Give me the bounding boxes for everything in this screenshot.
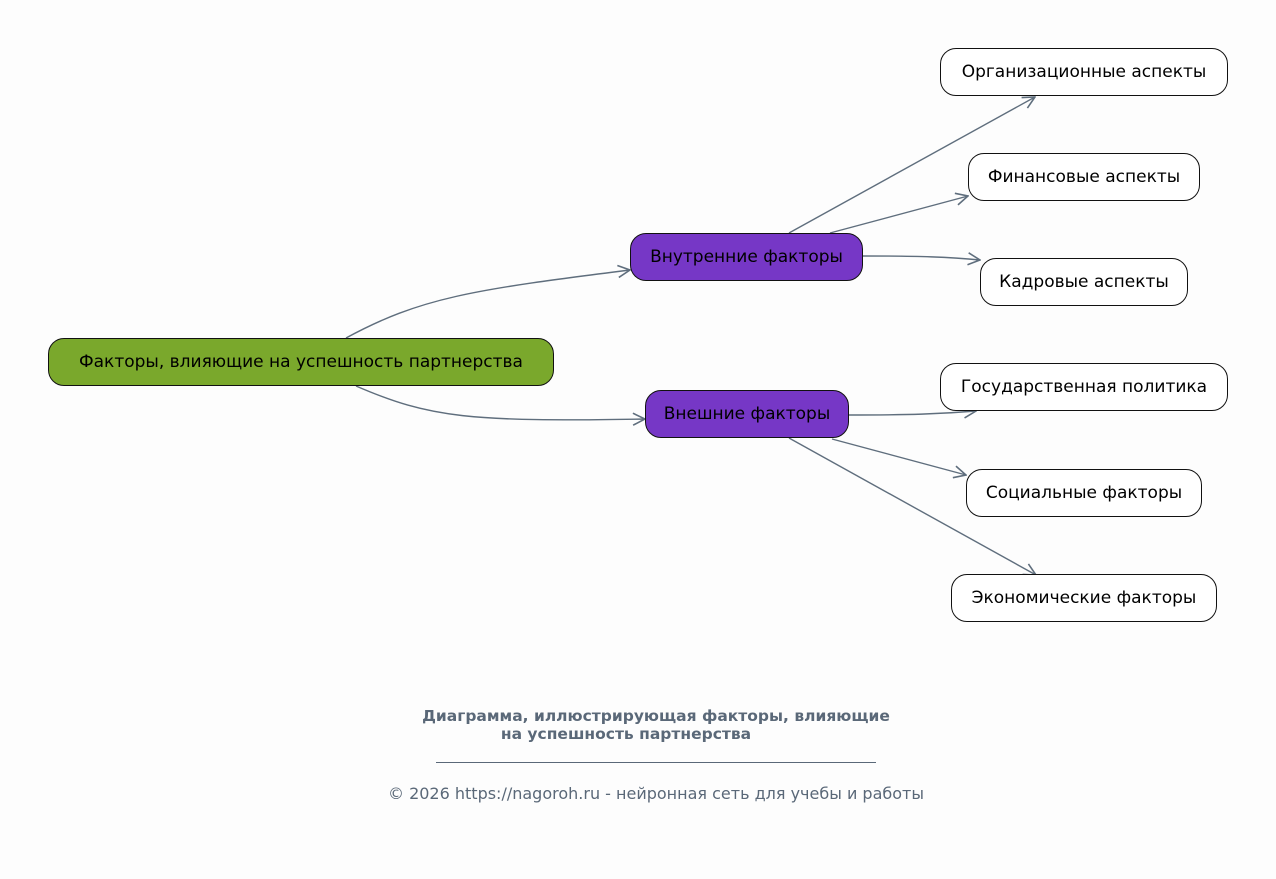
caption-divider [436,762,876,763]
edge-internal-organizational [788,97,1035,234]
caption-line-1: Диаграмма, иллюстрирующая факторы, влияю… [422,707,890,725]
branch-node-label: Внутренние факторы [650,247,843,267]
leaf-node-social[interactable]: Социальные факторы [966,469,1202,517]
leaf-node-organizational[interactable]: Организационные аспекты [940,48,1228,96]
edge-internal-financial [829,196,968,234]
branch-node-external[interactable]: Внешние факторы [645,390,849,438]
leaf-node-economic[interactable]: Экономические факторы [951,574,1217,622]
leaf-node-label: Организационные аспекты [961,62,1207,82]
edge-internal-personnel [861,256,980,260]
leaf-node-personnel[interactable]: Кадровые аспекты [980,258,1188,306]
leaf-node-label: Социальные факторы [985,483,1183,503]
leaf-node-label: Экономические факторы [971,588,1197,608]
leaf-node-label: Финансовые аспекты [987,167,1181,187]
leaf-node-label: Государственная политика [960,377,1208,397]
edge-external-social [831,438,966,475]
root-node[interactable]: Факторы, влияющие на успешность партнерс… [48,338,554,386]
edge-external-economic [788,437,1036,575]
edge-external-policy [847,411,976,415]
copyright-footer: © 2026 https://nagoroh.ru - нейронная се… [387,784,924,803]
branch-node-label: Внешние факторы [663,404,831,424]
leaf-node-policy[interactable]: Государственная политика [940,363,1228,411]
caption-line-2: на успешность партнерства [500,725,752,743]
leaf-node-label: Кадровые аспекты [999,272,1169,292]
leaf-node-financial[interactable]: Финансовые аспекты [968,153,1200,201]
edge-root-external [355,385,645,420]
edge-root-internal [345,270,630,339]
root-node-label: Факторы, влияющие на успешность партнерс… [79,352,523,372]
branch-node-internal[interactable]: Внутренние факторы [630,233,863,281]
diagram-caption: Диаграмма, иллюстрирующая факторы, влияю… [0,707,1276,743]
